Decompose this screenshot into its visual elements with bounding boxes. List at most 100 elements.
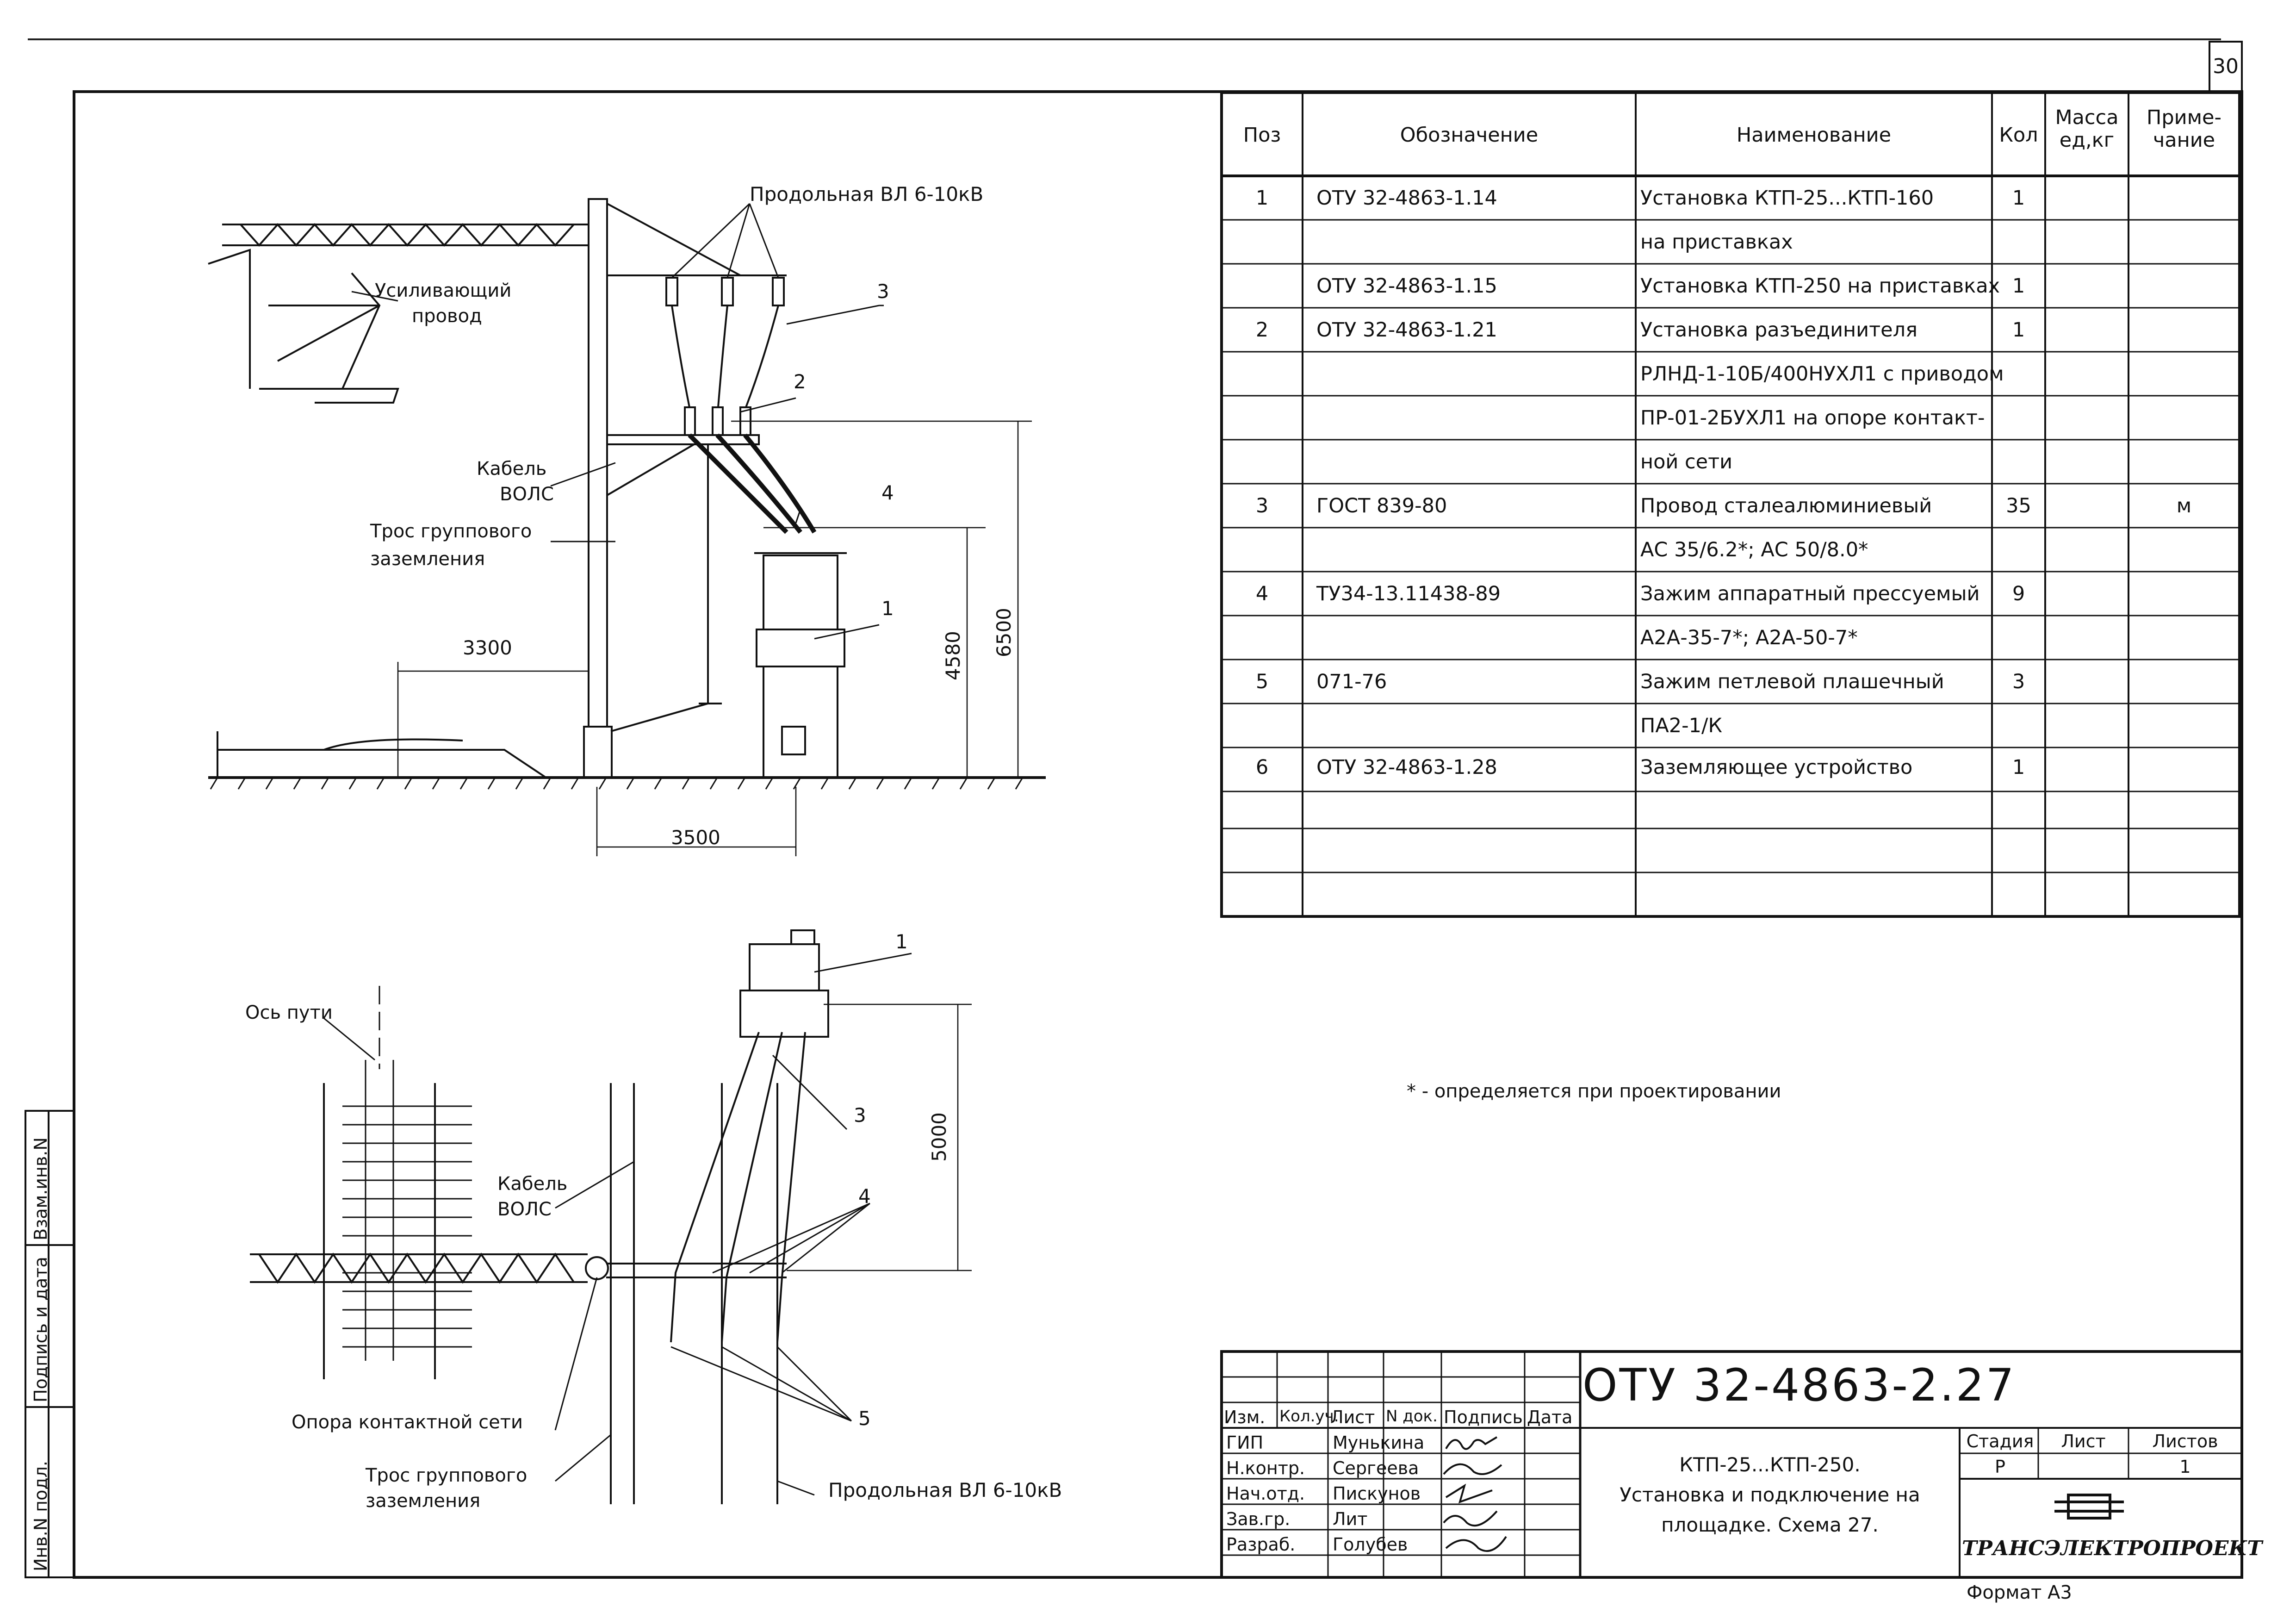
- spec-cell: 1: [2012, 187, 2025, 210]
- spec-cell: Провод сталеалюминиевый: [1640, 494, 1932, 517]
- tb-doc-code: ОТУ 32-4863-2.27: [1582, 1359, 2016, 1411]
- stamp-inv-replace: Взам.инв.N: [31, 1137, 51, 1240]
- tb-col-list: Лист: [1330, 1407, 1375, 1427]
- stamp-sign-date: Подпись и дата: [31, 1257, 51, 1402]
- spec-cell: 3: [2012, 670, 2025, 693]
- spec-cell: 9: [2012, 582, 2025, 605]
- label-reinforcing: Усиливающий: [375, 280, 512, 301]
- label-axis: Ось пути: [245, 1002, 333, 1023]
- label-cable-top-2: ВОЛС: [500, 484, 554, 505]
- spec-cell: ГОСТ 839-80: [1316, 494, 1447, 517]
- pos-1-bottom: 1: [895, 930, 908, 953]
- tb-col-ndoc: N док.: [1386, 1407, 1438, 1426]
- spec-cell: Заземляющее устройство: [1640, 756, 1913, 779]
- tb-col-kol: Кол.уч.: [1279, 1407, 1339, 1426]
- tb-person: Лит: [1333, 1509, 1368, 1529]
- spec-cell: Установка КТП-250 на приставках: [1640, 274, 2000, 298]
- pos-5-bottom: 5: [858, 1407, 871, 1430]
- spec-cell: ной сети: [1640, 450, 1733, 473]
- spec-header-name: Наименование: [1736, 124, 1892, 147]
- spec-cell: 3: [1255, 494, 1269, 517]
- plan-view: [250, 929, 972, 1504]
- spec-cell: ОТУ 32-4863-1.28: [1316, 756, 1497, 779]
- label-cable-bottom: Кабель: [497, 1173, 568, 1195]
- pos-3-bottom: 3: [854, 1104, 866, 1127]
- spec-cell: ПА2-1/К: [1640, 714, 1722, 737]
- footnote: * - определяется при проектировании: [1407, 1081, 1781, 1102]
- spec-cell: ОТУ 32-4863-1.14: [1316, 187, 1497, 210]
- sheet-format: Формат А3: [1967, 1582, 2072, 1603]
- spec-cell: РЛНД-1-10Б/400НУХЛ1 с приводом: [1640, 362, 2004, 386]
- spec-cell: 1: [2012, 756, 2025, 779]
- label-vl-bottom: Продольная ВЛ 6-10кВ: [828, 1479, 1062, 1501]
- tb-sheet-label: Лист: [2061, 1431, 2106, 1451]
- tb-role: Зав.гр.: [1226, 1509, 1291, 1529]
- spec-cell: м: [2176, 494, 2192, 517]
- tb-person: Пискунов: [1333, 1483, 1421, 1504]
- label-cable-bottom-2: ВОЛС: [497, 1199, 552, 1220]
- spec-cell: ОТУ 32-4863-1.21: [1316, 318, 1497, 342]
- label-vl-top: Продольная ВЛ 6-10кВ: [750, 183, 984, 206]
- label-rope-top: Трос группового: [370, 521, 532, 542]
- spec-header-designation: Обозначение: [1400, 124, 1539, 147]
- pos-3-top: 3: [877, 280, 889, 303]
- tb-person: Мунькина: [1333, 1432, 1425, 1453]
- tb-stage-label: Стадия: [1966, 1431, 2034, 1451]
- spec-table-grid: [1220, 91, 2241, 918]
- label-rope-bottom-2: заземления: [366, 1490, 481, 1512]
- spec-header-note: Приме- чание: [2147, 106, 2222, 152]
- tb-col-sign: Подпись: [1444, 1407, 1523, 1427]
- spec-cell: ТУ34-13.11438-89: [1316, 582, 1501, 605]
- spec-cell: Установка разъединителя: [1640, 318, 1917, 342]
- dim-5000: 5000: [928, 1112, 950, 1162]
- tb-title-3: площадке. Схема 27.: [1661, 1513, 1879, 1536]
- tb-sheets-label: Листов: [2152, 1431, 2218, 1451]
- spec-cell: Зажим петлевой плашечный: [1640, 670, 1944, 693]
- pos-2-top: 2: [794, 370, 806, 393]
- spec-cell: 35: [2006, 494, 2031, 517]
- spec-cell: 071-76: [1316, 670, 1387, 693]
- label-reinforcing-2: провод: [412, 305, 482, 327]
- label-support: Опора контактной сети: [292, 1412, 523, 1433]
- label-rope-bottom: Трос группового: [366, 1465, 527, 1486]
- elevation-view: [208, 198, 1046, 856]
- spec-cell: на приставках: [1640, 230, 1793, 254]
- pos-1-top: 1: [881, 597, 894, 620]
- spec-cell: А2А-35-7*; А2А-50-7*: [1640, 626, 1858, 649]
- spec-cell: АС 35/6.2*; АС 50/8.0*: [1640, 538, 1868, 561]
- tb-sheets-value: 1: [2179, 1457, 2191, 1477]
- spec-cell: 1: [1255, 187, 1269, 210]
- dim-6500: 6500: [993, 608, 1015, 657]
- tb-col-izm: Изм.: [1224, 1407, 1266, 1427]
- stamp-inv-orig: Инв.N подл.: [31, 1461, 51, 1571]
- pos-4-bottom: 4: [858, 1185, 871, 1208]
- spec-cell: 5: [1255, 670, 1269, 693]
- label-rope-top-2: заземления: [370, 548, 485, 570]
- label-cable-top: Кабель: [477, 458, 547, 480]
- dim-3300: 3300: [463, 636, 512, 659]
- dim-3500: 3500: [671, 826, 720, 849]
- tb-stage-value: Р: [1995, 1457, 2005, 1477]
- spec-cell: 1: [2012, 318, 2025, 342]
- org-logo: [2054, 1494, 2124, 1520]
- tb-role: Разраб.: [1226, 1534, 1296, 1555]
- signatures: [1443, 1436, 1507, 1552]
- tb-col-date: Дата: [1527, 1407, 1573, 1427]
- spec-cell: Установка КТП-25...КТП-160: [1640, 187, 1934, 210]
- spec-cell: 1: [2012, 274, 2025, 298]
- tb-person: Голубев: [1333, 1534, 1408, 1555]
- tb-person: Сергеева: [1333, 1458, 1419, 1478]
- sheet-number: 30: [2213, 55, 2239, 78]
- tb-org: ТРАНСЭЛЕКТРОПРОЕКТ: [1962, 1537, 2263, 1560]
- spec-cell: Зажим аппаратный прессуемый: [1640, 582, 1980, 605]
- spec-cell: 2: [1255, 318, 1269, 342]
- tb-role: ГИП: [1226, 1432, 1264, 1453]
- tb-role: Н.контр.: [1226, 1458, 1305, 1478]
- spec-cell: ПР-01-2БУХЛ1 на опоре контакт-: [1640, 406, 1985, 430]
- title-block-grid: [1220, 1350, 2243, 1579]
- tb-title-1: КТП-25...КТП-250.: [1679, 1453, 1861, 1476]
- spec-cell: 4: [1255, 582, 1269, 605]
- spec-header-mass: Масса ед,кг: [2055, 106, 2119, 152]
- spec-cell: ОТУ 32-4863-1.15: [1316, 274, 1497, 298]
